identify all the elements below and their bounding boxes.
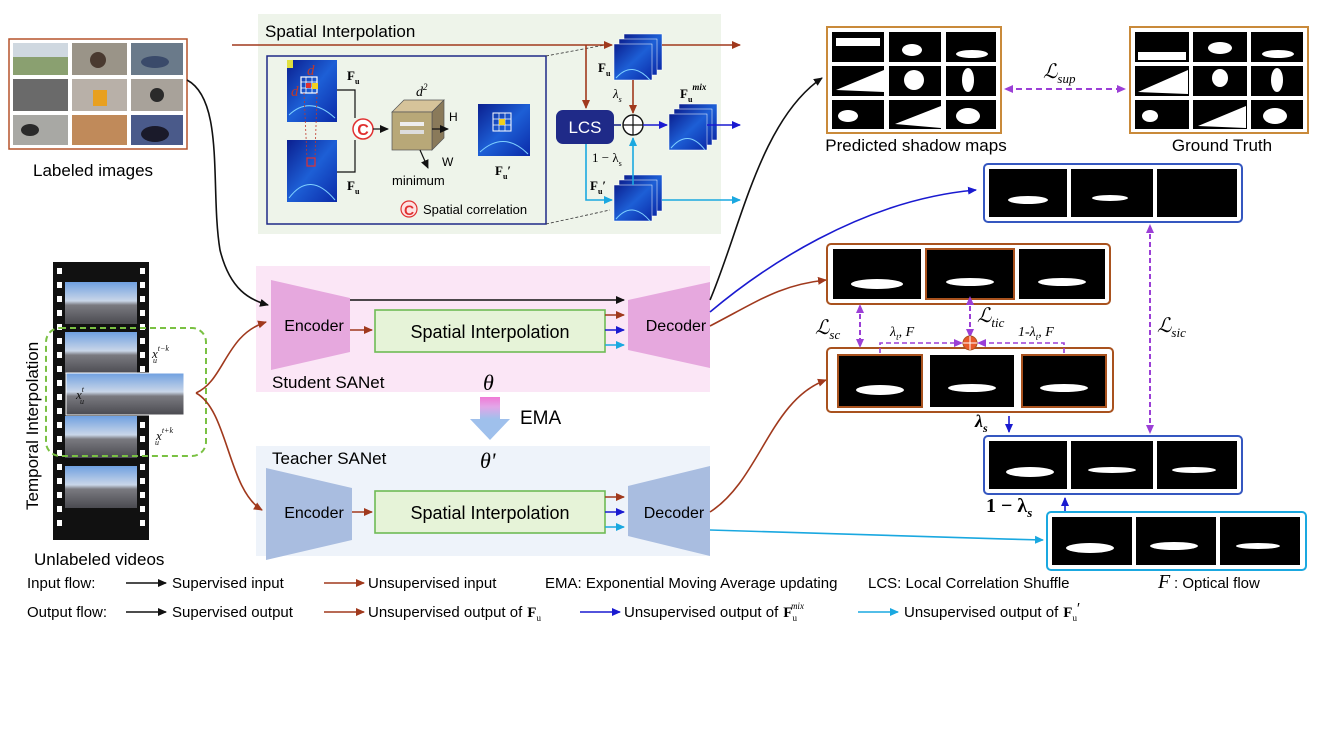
legend-sup-input: Supervised input bbox=[172, 575, 285, 592]
teacher-spatial-module bbox=[374, 490, 606, 534]
l-tic-label: ℒtic bbox=[977, 305, 1005, 330]
lt-f-left: λt, F bbox=[889, 325, 915, 342]
one-minus-lambda-label: 1 − λs bbox=[592, 150, 622, 168]
correlation-legend-icon: C bbox=[404, 202, 414, 218]
lcs-block bbox=[556, 110, 614, 144]
legend-lcs: LCS: Local Correlation Shuffle bbox=[868, 575, 1070, 592]
teacher-theta: θ' bbox=[480, 448, 496, 473]
fu-prime-stack-label: Fu′ bbox=[590, 178, 606, 196]
labeled-images-caption: Labeled images bbox=[33, 161, 153, 180]
student-decoder-label: Decoder bbox=[646, 318, 707, 335]
gt-shadow-blobs bbox=[1138, 42, 1294, 128]
l-sup-label: ℒsup bbox=[1043, 61, 1076, 86]
fu-stack bbox=[613, 33, 663, 81]
lt-f-right: 1-λt, F bbox=[1018, 325, 1054, 342]
one-minus-lambda-s: 1 − λs bbox=[986, 495, 1032, 520]
predicted-shadow-blobs bbox=[836, 38, 988, 128]
student-encoder-label: Encoder bbox=[284, 318, 344, 335]
lambda-s-label: λs bbox=[612, 86, 622, 104]
spatial-panel-title: Spatial Interpolation bbox=[265, 22, 415, 41]
legend-input-flow: Input flow: bbox=[27, 575, 95, 592]
feature-map-bottom bbox=[287, 140, 337, 202]
fu-stack-label: Fu bbox=[598, 60, 611, 78]
d2-label: d2 bbox=[416, 82, 428, 100]
legend-ema: EMA: Exponential Moving Average updating bbox=[545, 575, 837, 592]
teacher-title: Teacher SANet bbox=[272, 449, 387, 468]
legend-f-text: : Optical flow bbox=[1174, 575, 1260, 592]
legend: Input flow: Supervised input Unsupervise… bbox=[27, 571, 1260, 623]
predicted-caption: Predicted shadow maps bbox=[825, 136, 1006, 155]
gt-caption: Ground Truth bbox=[1172, 136, 1272, 155]
student-title: Student SANet bbox=[272, 373, 385, 392]
fu-prime-stack bbox=[613, 174, 663, 222]
legend-f-symbol: F bbox=[1157, 571, 1171, 593]
h-label: H bbox=[449, 110, 458, 124]
teacher-spatial-label: Spatial Interpolation bbox=[410, 503, 569, 523]
fu-prime-label: Fu′ bbox=[495, 163, 511, 181]
d-label-top: d bbox=[307, 63, 315, 79]
unlabeled-videos-caption: Unlabeled videos bbox=[34, 550, 164, 569]
l-sc-label: ℒsc bbox=[815, 317, 840, 342]
spatial-detail-box bbox=[266, 55, 547, 225]
legend-output-flow: Output flow: bbox=[27, 604, 107, 621]
w-label: W bbox=[442, 155, 454, 169]
fmix-stack bbox=[668, 103, 718, 151]
correlation-legend-label: Spatial correlation bbox=[423, 202, 527, 217]
fu-label-bottom: Fu bbox=[347, 178, 360, 196]
correlation-volume bbox=[391, 99, 445, 151]
teacher-decoder bbox=[628, 466, 710, 556]
temporal-window bbox=[45, 327, 207, 457]
ema-arrow bbox=[470, 397, 510, 440]
lcs-label: LCS bbox=[568, 118, 601, 137]
minimum-label: minimum bbox=[392, 173, 445, 188]
student-encoder bbox=[271, 280, 350, 370]
teacher-encoder-label: Encoder bbox=[284, 505, 344, 522]
student-spatial-label: Spatial Interpolation bbox=[410, 322, 569, 342]
labeled-thumbnails bbox=[13, 43, 183, 145]
svg-text:C: C bbox=[357, 122, 369, 139]
feature-map-prime bbox=[478, 104, 530, 156]
student-decoder bbox=[628, 282, 710, 368]
fu-label-top: Fu bbox=[347, 68, 360, 86]
student-spatial-module bbox=[374, 309, 606, 353]
teacher-decoder-label: Decoder bbox=[644, 505, 705, 522]
d-label-left: d bbox=[291, 84, 299, 100]
feature-map-top bbox=[287, 60, 337, 122]
legend-unsup-input: Unsupervised input bbox=[368, 575, 497, 592]
lambda-s-weight: λs bbox=[974, 411, 988, 435]
teacher-encoder bbox=[266, 468, 352, 560]
fmix-label: Fumix bbox=[680, 82, 707, 104]
legend-sup-output: Supervised output bbox=[172, 604, 294, 621]
l-sic-label: ℒsic bbox=[1157, 315, 1186, 340]
current-frame bbox=[65, 372, 185, 416]
student-theta: θ bbox=[483, 370, 494, 395]
temporal-interpolation-label: Temporal Interpolation bbox=[23, 342, 42, 510]
ema-label: EMA bbox=[520, 408, 562, 429]
